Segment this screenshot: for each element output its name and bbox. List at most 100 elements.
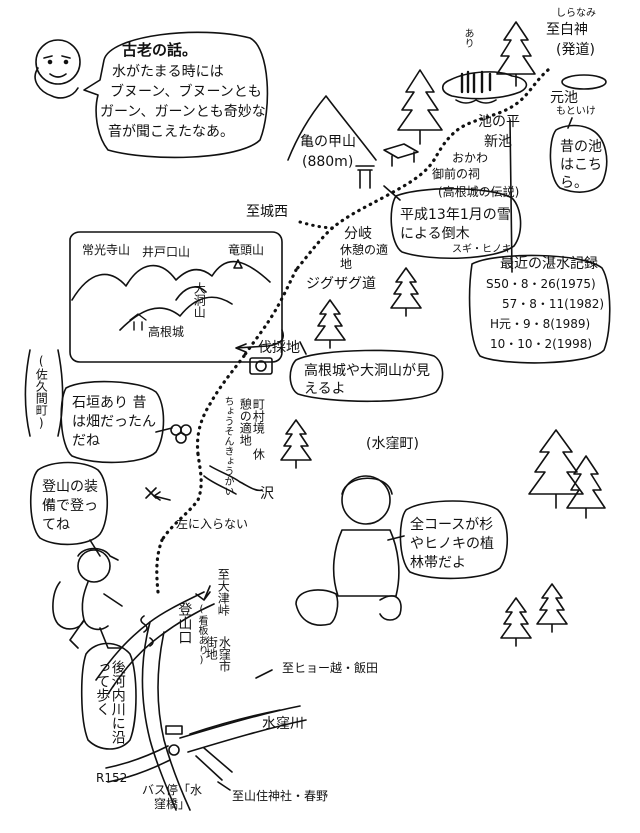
top-ari-label: あり [462, 28, 473, 48]
to-yamazumi-label: 至山住神社・春野 [232, 789, 329, 803]
road-network [95, 591, 307, 811]
motoike-old-pond [561, 74, 607, 90]
suikubo-city-label: 水窪市街地 [204, 636, 232, 672]
pine-tree-icon [500, 597, 532, 647]
leader-line [509, 119, 513, 273]
mountain-label-joukouji: 常光寺山 [82, 243, 131, 257]
mountain-label-idoguchi: 井戸口山 [142, 245, 191, 259]
water-record-bubble [468, 254, 611, 364]
bus-stop-label: バス停「水窪橋」 [142, 783, 203, 811]
gozen-shrine-icon [383, 143, 419, 167]
panel-arrow [235, 329, 284, 353]
view-note: 高根城や大洞山が見えるよ [304, 363, 430, 398]
pine-tree-icon [566, 455, 606, 519]
old-pond-bubble [549, 124, 608, 193]
no-left-label: 左に入らない [176, 517, 249, 531]
stream-line [203, 475, 237, 495]
camera-icon [249, 357, 273, 375]
bunki-label: 分岐 [344, 226, 372, 242]
water-record-entry: 57・8・11(1982) [502, 297, 605, 311]
to-otsu-label: 至大津峠 [216, 568, 231, 616]
river-walk-note: 後河内川に沿って歩く [94, 660, 126, 744]
trailhead-label: 登山口 [176, 602, 193, 644]
fallen-trees-bubble [383, 185, 522, 259]
water-record-entry: S50・8・26(1975) [486, 277, 596, 291]
ikenotaira-label: 池の平 [478, 114, 520, 130]
mountain-label-takane: 高根城 [148, 325, 185, 339]
motoike-label: 元池 [550, 90, 578, 106]
takane-legend-label: (高根城の伝説) [438, 185, 520, 199]
pine-tree-icon [397, 69, 443, 145]
pine-tree-icon [280, 419, 312, 469]
water-record-entry: H元・9・8(1989) [490, 317, 591, 331]
elder-title: 古老の話。 [122, 41, 198, 59]
water-record-title: 最近の湛水記録 [500, 256, 598, 272]
arrow [217, 781, 231, 791]
elder-line: ブヌーン、ブヌーンとも [110, 84, 262, 100]
suikubo-town-label: (水窪町) [366, 436, 419, 452]
zigzag-label: ジグザグ道 [306, 276, 376, 292]
no-left-arrow [153, 491, 171, 501]
mountain-panorama-panel [69, 231, 283, 363]
forest-note: 全コースが杉やヒノキの植林帯だよ [410, 517, 494, 571]
hiker-figure [52, 547, 123, 649]
to-shirosai-label: 至城西 [246, 204, 288, 220]
view-bubble [289, 341, 444, 403]
motoike-ruby: もといけ [556, 106, 596, 117]
signboard-label: (看板あり) [196, 604, 207, 666]
stone-wall-icon [170, 424, 192, 444]
stone-wall-bubble [60, 380, 173, 464]
pine-tree-icon [536, 583, 568, 633]
elder-face-icon [34, 39, 81, 99]
elder-line: ガーン、ガーンとも奇妙な [100, 104, 266, 120]
ike-no-taira-pond [441, 70, 528, 104]
shirakami-ruby: しらなみ [556, 8, 596, 19]
torii-shrine-icon [355, 165, 375, 189]
old-pond-note: 昔の池はこちら。 [560, 139, 602, 192]
boy-figure [295, 475, 402, 626]
mountain-label-oohora: 大洞山 [192, 282, 207, 318]
shirosai-branch-path [298, 220, 338, 230]
rest-area-label: 休憩の適地 [340, 243, 389, 271]
stone-wall-note: 石垣あり 昔は畑だったんだね [72, 395, 156, 449]
boundary-rest-label: 町村境 休憩の適地 [238, 398, 266, 460]
water-record-entry: 10・10・2(1998) [490, 337, 593, 351]
ushirokouchi-river [140, 615, 154, 647]
arrow [195, 585, 211, 601]
pine-tree-icon [390, 267, 422, 317]
hiker-note: 登山の装備で登ってね [42, 479, 98, 533]
sawa-label: 沢 [260, 486, 274, 502]
bassai-label: 伐採地 [258, 340, 300, 356]
fallen-trees-note: 平成13年1月の雪による倒木 [400, 207, 511, 242]
sugi-hinoki-small: スギ・ヒノキ [452, 244, 512, 255]
hatsudo-label: (発道) [556, 42, 595, 58]
pine-tree-icon [528, 429, 584, 509]
boundary-ruby: ちょうそんきょうかい [222, 396, 233, 496]
shinike-label: 新池 [484, 134, 512, 150]
bus-stop-sign-icon [165, 725, 183, 735]
forest-bubble [387, 500, 509, 580]
kamenokoyama-altitude: (880m) [302, 154, 354, 170]
hiking-trail-dotted-path [155, 68, 550, 594]
stream-line [209, 465, 263, 492]
elder-line: 水がたまる時には [112, 64, 224, 80]
saku-machi-label: (佐久間町) [34, 354, 49, 430]
kamenokoyama-label: 亀の甲山 [300, 134, 356, 150]
r152-label: R152 [96, 771, 128, 785]
elder-line: 音が聞こえたなあ。 [108, 124, 234, 140]
to-shirakami-label: 至白神 [546, 22, 588, 38]
mountain-label-ryuutou: 竜頭山 [228, 243, 265, 257]
gozen-shrine-label: 御前の祠 [432, 167, 481, 181]
to-hyogo-label: 至ヒョー越・飯田 [282, 661, 379, 675]
suikubo-river-label: 水窪川 [262, 716, 304, 732]
okawa-label: おかわ [452, 151, 489, 165]
suikubo-river-line [189, 709, 281, 735]
pine-tree-icon [314, 299, 346, 349]
arrow [255, 669, 273, 679]
kamenokoyama-peak [287, 95, 377, 161]
bus-stop-icon [168, 744, 180, 756]
river-walk-bubble [80, 642, 137, 750]
elder-speech-bubble [83, 31, 269, 159]
